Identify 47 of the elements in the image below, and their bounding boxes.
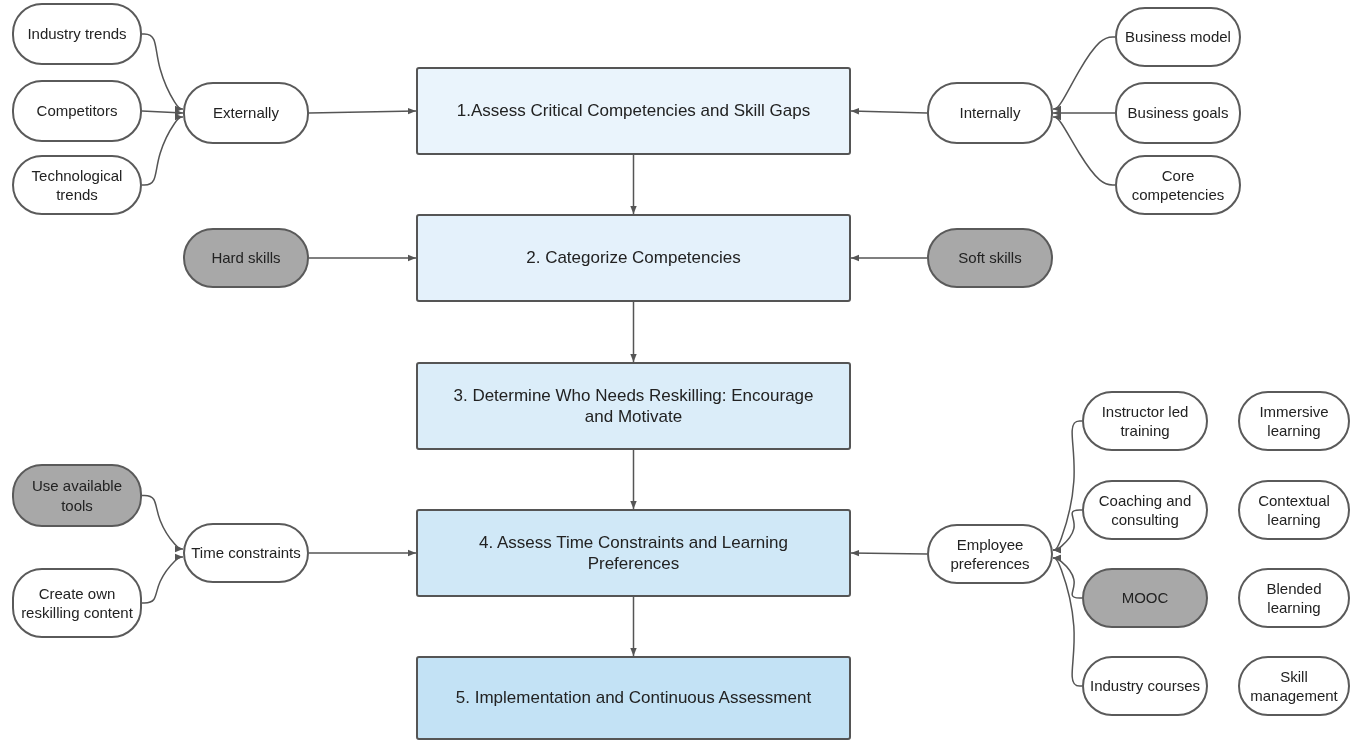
topic-pill: Blended learning xyxy=(1238,568,1350,628)
topic-pill: Industry courses xyxy=(1082,656,1208,716)
arrow xyxy=(1052,36,1116,113)
arrow xyxy=(630,301,637,363)
arrow xyxy=(308,549,417,557)
topic-pill: Soft skills xyxy=(927,228,1053,288)
arrow xyxy=(850,549,928,557)
topic-pill: Time constraints xyxy=(183,523,309,583)
process-box: 5. Implementation and Continuous Assessment xyxy=(416,656,851,740)
arrow xyxy=(630,596,637,657)
topic-pill: Create own reskilling content xyxy=(12,568,142,638)
process-box: 1.Assess Critical Competencies and Skill Gaps xyxy=(416,67,851,155)
arrow xyxy=(141,113,184,186)
topic-pill: Skill management xyxy=(1238,656,1350,716)
process-box: 4. Assess Time Constraints and Learning Preferences xyxy=(416,509,851,597)
arrow xyxy=(141,33,184,113)
arrow xyxy=(141,494,184,553)
topic-pill: Use available tools xyxy=(12,464,142,527)
topic-pill: Business model xyxy=(1115,7,1241,67)
process-box: 2. Categorize Competencies xyxy=(416,214,851,302)
topic-pill: Hard skills xyxy=(183,228,309,288)
arrow xyxy=(1052,509,1083,554)
arrow xyxy=(850,108,928,115)
arrow xyxy=(141,109,184,116)
topic-pill: Business goals xyxy=(1115,82,1241,144)
arrow xyxy=(850,254,928,262)
topic-pill: Employee preferences xyxy=(927,524,1053,584)
topic-pill: Industry trends xyxy=(12,3,142,65)
arrow xyxy=(1052,109,1116,117)
arrow xyxy=(308,254,417,262)
topic-pill: Instructor led training xyxy=(1082,391,1208,451)
arrow xyxy=(141,553,184,604)
arrow xyxy=(630,449,637,510)
arrow xyxy=(630,154,637,215)
arrow xyxy=(1052,554,1083,687)
topic-pill: Immersive learning xyxy=(1238,391,1350,451)
topic-pill: Coaching and consulting xyxy=(1082,480,1208,540)
topic-pill: Technological trends xyxy=(12,155,142,215)
topic-pill: Internally xyxy=(927,82,1053,144)
arrow xyxy=(1052,113,1116,186)
topic-pill: Core competencies xyxy=(1115,155,1241,215)
topic-pill: Competitors xyxy=(12,80,142,142)
process-box: 3. Determine Who Needs Reskilling: Encourage and Motivate xyxy=(416,362,851,450)
arrow xyxy=(308,107,417,115)
topic-pill: Contextual learning xyxy=(1238,480,1350,540)
topic-pill: Externally xyxy=(183,82,309,144)
topic-pill: MOOC xyxy=(1082,568,1208,628)
